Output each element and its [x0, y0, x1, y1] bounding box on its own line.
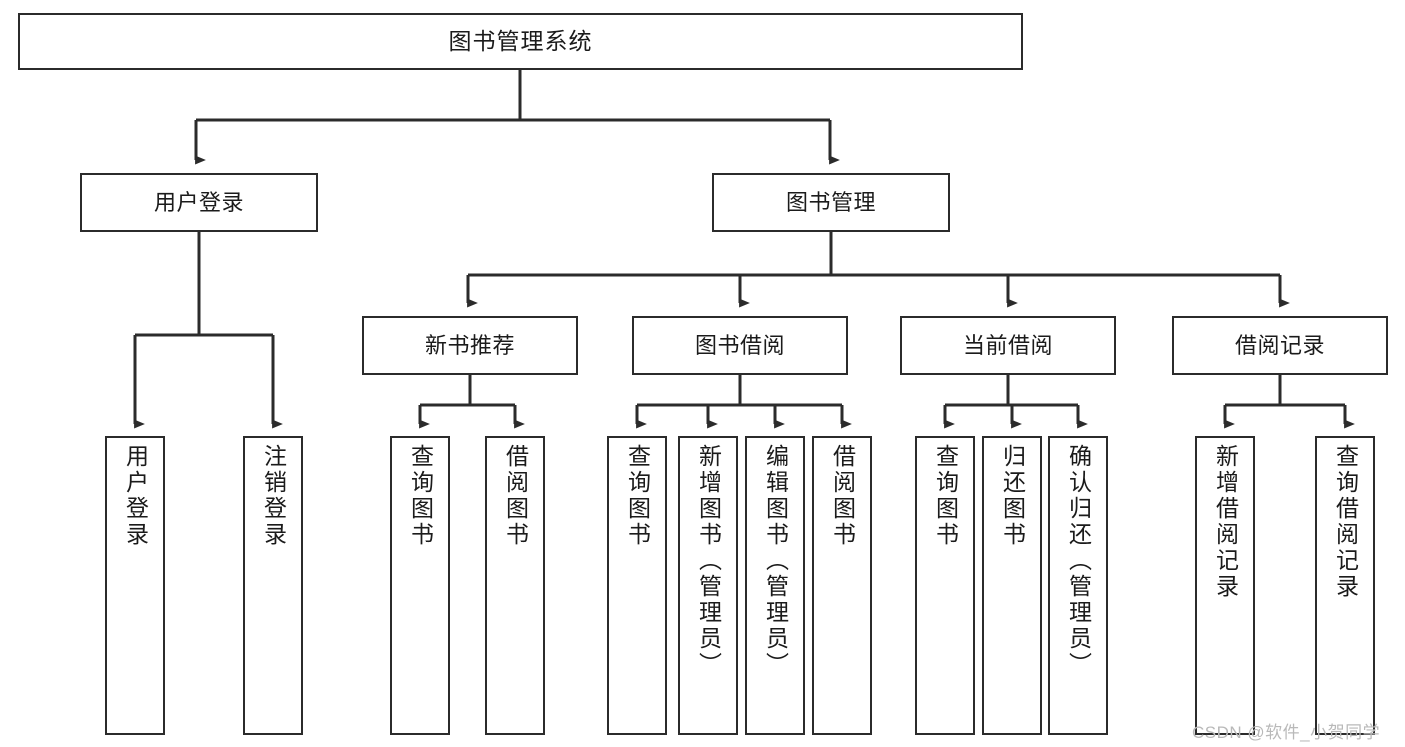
- leaf-node[interactable]: 新增图书（管理员）: [678, 436, 738, 735]
- leaf-node-label: 新增借阅记录: [1212, 444, 1239, 600]
- node-level2-borrow-record[interactable]: 借阅记录: [1172, 316, 1388, 375]
- leaf-node[interactable]: 借阅图书: [812, 436, 872, 735]
- leaf-node-label: 借阅图书: [829, 444, 856, 548]
- node-level1-book-management[interactable]: 图书管理: [712, 173, 950, 232]
- node-level1-user-login-label: 用户登录: [153, 189, 244, 215]
- node-root-label: 图书管理系统: [448, 27, 593, 54]
- leaf-node[interactable]: 编辑图书（管理员）: [745, 436, 805, 735]
- leaf-node[interactable]: 确认归还（管理员）: [1048, 436, 1108, 735]
- node-level2-current-borrow-label: 当前借阅: [962, 332, 1053, 358]
- node-level2-borrow-record-label: 借阅记录: [1234, 332, 1325, 358]
- node-level1-book-management-label: 图书管理: [785, 189, 876, 215]
- node-level2-book-borrow-label: 图书借阅: [694, 332, 785, 358]
- node-level2-new-book-recommend[interactable]: 新书推荐: [362, 316, 578, 375]
- leaf-node[interactable]: 用户登录: [105, 436, 165, 735]
- leaf-node-label: 注销登录: [260, 444, 287, 548]
- leaf-node[interactable]: 归还图书: [982, 436, 1042, 735]
- leaf-node[interactable]: 查询借阅记录: [1315, 436, 1375, 735]
- node-level2-current-borrow[interactable]: 当前借阅: [900, 316, 1116, 375]
- leaf-node[interactable]: 查询图书: [607, 436, 667, 735]
- leaf-node-label: 查询图书: [407, 444, 434, 548]
- leaf-node-label: 新增图书（管理员）: [695, 444, 722, 678]
- node-level2-book-borrow[interactable]: 图书借阅: [632, 316, 848, 375]
- node-level1-user-login[interactable]: 用户登录: [80, 173, 318, 232]
- leaf-node-label: 借阅图书: [502, 444, 529, 548]
- leaf-node-label: 编辑图书（管理员）: [762, 444, 789, 678]
- leaf-node-label: 用户登录: [122, 444, 149, 548]
- leaf-node[interactable]: 注销登录: [243, 436, 303, 735]
- leaf-node[interactable]: 借阅图书: [485, 436, 545, 735]
- leaf-node-label: 查询图书: [624, 444, 651, 548]
- leaf-node[interactable]: 查询图书: [390, 436, 450, 735]
- leaf-node-label: 查询图书: [932, 444, 959, 548]
- leaf-node-label: 归还图书: [999, 444, 1026, 548]
- node-level2-new-book-recommend-label: 新书推荐: [424, 332, 515, 358]
- leaf-node[interactable]: 查询图书: [915, 436, 975, 735]
- leaf-node-label: 查询借阅记录: [1332, 444, 1359, 600]
- leaf-node-label: 确认归还（管理员）: [1065, 444, 1092, 678]
- node-root[interactable]: 图书管理系统: [18, 13, 1023, 70]
- leaf-node[interactable]: 新增借阅记录: [1195, 436, 1255, 735]
- watermark: CSDN @软件_小贺同学: [1192, 723, 1381, 742]
